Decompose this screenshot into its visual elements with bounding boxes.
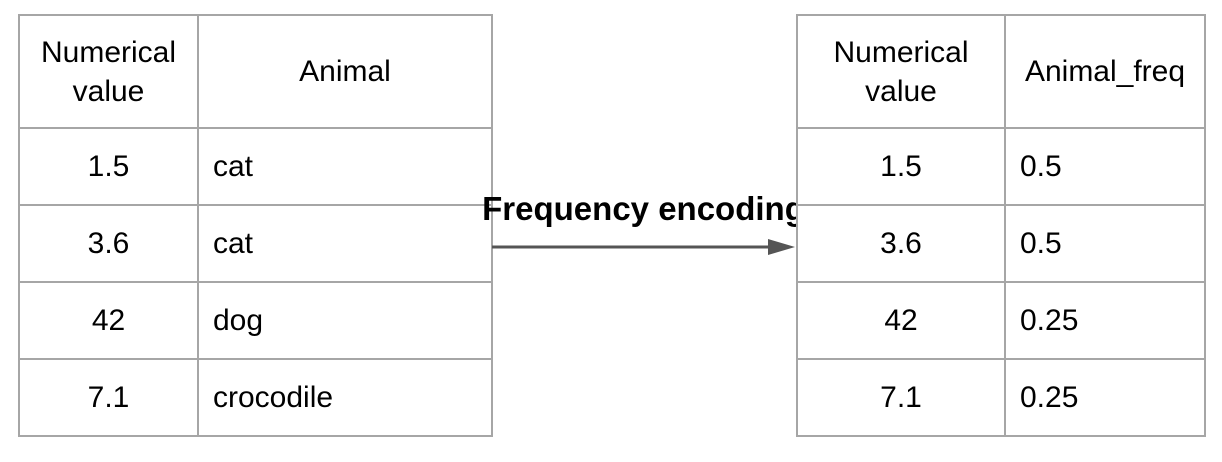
table-row: 3.6 0.5 [796,204,1206,283]
column-header-animal: Animal [197,14,493,129]
cell-numerical-value: 3.6 [796,204,1006,283]
cell-numerical-value: 42 [796,281,1006,360]
table-row: 7.1 crocodile [18,358,493,437]
cell-numerical-value: 42 [18,281,199,360]
cell-numerical-value: 7.1 [18,358,199,437]
column-header-numerical-value: Numerical value [18,14,199,129]
table-row: 1.5 0.5 [796,127,1206,206]
cell-animal-freq: 0.25 [1004,358,1206,437]
arrow-head [768,239,795,255]
table-row: 7.1 0.25 [796,358,1206,437]
table-row: 3.6 cat [18,204,493,283]
cell-animal: cat [197,204,493,283]
cell-animal-freq: 0.5 [1004,204,1206,283]
cell-numerical-value: 1.5 [18,127,199,206]
original-table: Numerical value Animal 1.5 cat 3.6 cat 4… [18,14,493,437]
column-header-label: Numerical value [40,35,177,108]
column-header-numerical-value: Numerical value [796,14,1006,129]
table-row: 1.5 cat [18,127,493,206]
cell-animal-freq: 0.5 [1004,127,1206,206]
cell-animal: crocodile [197,358,493,437]
right-arrow-icon [492,239,795,255]
cell-animal: cat [197,127,493,206]
column-header-label: Numerical value [833,35,969,108]
cell-animal: dog [197,281,493,360]
transformation-label: Frequency encoding [482,190,805,227]
cell-numerical-value: 7.1 [796,358,1006,437]
table-row: 42 dog [18,281,493,360]
cell-animal-freq: 0.25 [1004,281,1206,360]
table-header-row: Numerical value Animal [18,14,493,129]
table-row: 42 0.25 [796,281,1206,360]
table-header-row: Numerical value Animal_freq [796,14,1206,129]
encoded-table: Numerical value Animal_freq 1.5 0.5 3.6 … [796,14,1206,437]
cell-numerical-value: 1.5 [796,127,1006,206]
cell-numerical-value: 3.6 [18,204,199,283]
column-header-animal-freq: Animal_freq [1004,14,1206,129]
